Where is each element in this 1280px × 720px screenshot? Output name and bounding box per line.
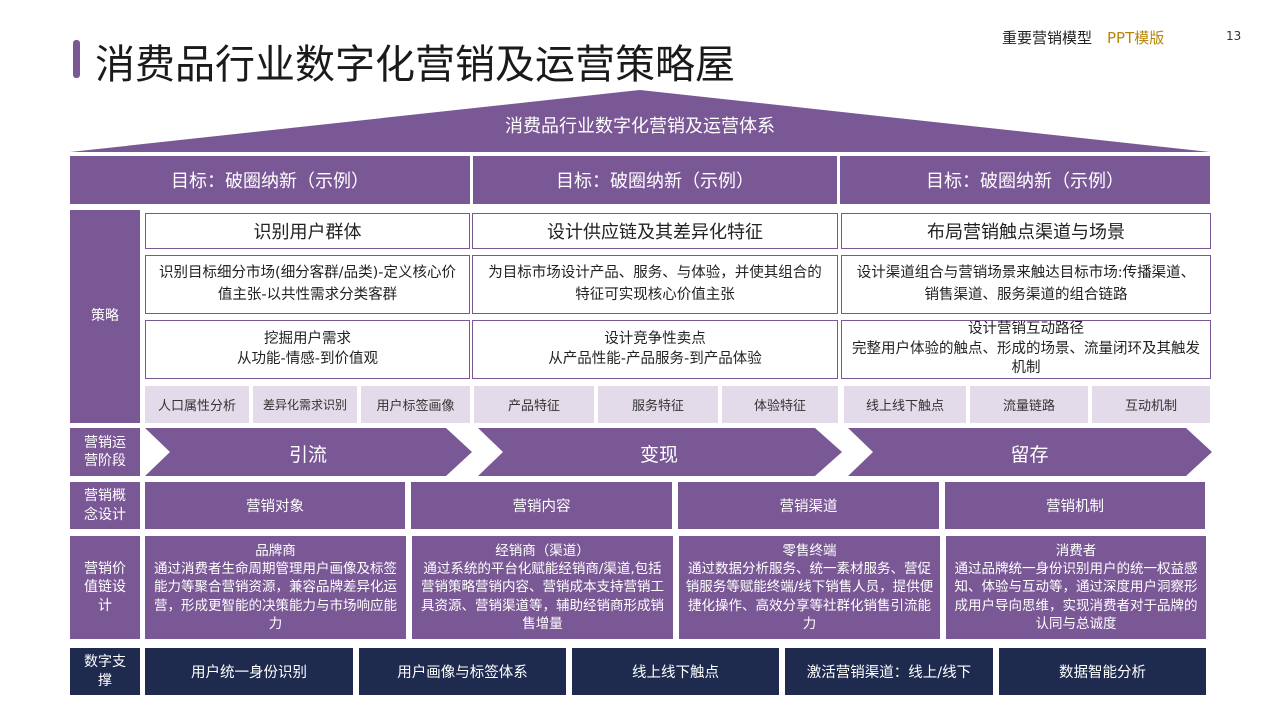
strategy-detail-3: 设计营销互动路径 完整用户体验的触点、形成的场景、流量闭环及其触发机制 — [841, 320, 1211, 379]
feature-chip-7: 线上线下触点 — [844, 386, 966, 423]
goal-2: 目标：破圈纳新（示例） — [473, 156, 837, 204]
value-chain-1-title: 品牌商 — [255, 542, 296, 559]
goal-3: 目标：破圈纳新（示例） — [840, 156, 1210, 204]
strategy-detail-2: 设计竞争性卖点 从产品性能-产品服务-到产品体验 — [472, 320, 838, 379]
strategy-detail-3-line1: 设计营销互动路径 — [968, 321, 1084, 338]
feature-chip-1: 人口属性分析 — [145, 386, 249, 423]
strategy-desc-3: 设计渠道组合与营销场景来触达目标市场:传播渠道、销售渠道、服务渠道的组合链路 — [841, 255, 1211, 314]
stage-label-1: 引流 — [288, 443, 327, 466]
strategy-desc-1: 识别目标细分市场(细分客群/品类)-定义核心价值主张-以共性需求分类客群 — [145, 255, 470, 314]
stage-chevron-1 — [145, 428, 472, 476]
page-number: 13 — [1226, 29, 1242, 43]
concept-4: 营销机制 — [945, 482, 1205, 529]
feature-chip-8: 流量链路 — [970, 386, 1088, 423]
concept-3: 营销渠道 — [678, 482, 939, 529]
strategy-detail-2-line1: 设计竞争性卖点 — [604, 330, 706, 347]
strategy-detail-3-line2: 完整用户体验的触点、形成的场景、流量闭环及其触发机制 — [852, 340, 1200, 377]
value-chain-2-text: 通过系统的平台化赋能经销商/渠道,包括营销策略营销内容、营销成本支持营销工具资源… — [421, 561, 664, 632]
strategy-detail-1-line1: 挖掘用户需求 — [264, 330, 351, 347]
digital-4: 激活营销渠道：线上/线下 — [785, 648, 993, 695]
value-chain-3-text: 通过数据分析服务、统一素材服务、营促销服务等赋能终端/线下销售人员，提供便捷化操… — [685, 561, 934, 632]
strategy-detail-1: 挖掘用户需求 从功能-情感-到价值观 — [145, 320, 470, 379]
concept-2: 营销内容 — [411, 482, 672, 529]
page-title: 消费品行业数字化营销及运营策略屋 — [95, 42, 735, 88]
feature-chip-5: 服务特征 — [598, 386, 718, 423]
value-chain-4-text: 通过品牌统一身份识别用户的统一权益感知、体验与互动等，通过深度用户洞察形成用户导… — [954, 561, 1198, 632]
row-label-value-chain: 营销价值链设计 — [70, 536, 140, 639]
strategy-header-1: 识别用户群体 — [145, 213, 470, 249]
row-label-strategy: 策略 — [70, 210, 140, 423]
feature-chip-6: 体验特征 — [722, 386, 838, 423]
value-chain-3: 零售终端 通过数据分析服务、统一素材服务、营促销服务等赋能终端/线下销售人员，提… — [679, 536, 940, 639]
value-chain-1-text: 通过消费者生命周期管理用户画像及标签能力等聚合营销资源，兼容品牌差异化运营，形成… — [154, 561, 397, 632]
row-label-digital: 数字支撑 — [70, 648, 140, 695]
stage-label-2: 变现 — [639, 443, 678, 466]
digital-1: 用户统一身份识别 — [145, 648, 353, 695]
value-chain-4: 消费者 通过品牌统一身份识别用户的统一权益感知、体验与互动等，通过深度用户洞察形… — [946, 536, 1206, 639]
header-tag-main: 重要营销模型 — [1002, 29, 1093, 47]
roof-title: 消费品行业数字化营销及运营体系 — [505, 116, 775, 137]
feature-chip-3: 用户标签画像 — [361, 386, 470, 423]
concept-1: 营销对象 — [145, 482, 405, 529]
strategy-header-3: 布局营销触点渠道与场景 — [841, 213, 1211, 249]
strategy-detail-1-line2: 从功能-情感-到价值观 — [237, 350, 378, 367]
digital-3: 线上线下触点 — [572, 648, 779, 695]
value-chain-4-title: 消费者 — [1055, 542, 1097, 559]
strategy-detail-2-line2: 从产品性能-产品服务-到产品体验 — [548, 350, 762, 367]
row-label-stage: 营销运营阶段 — [70, 428, 140, 476]
value-chain-3-title: 零售终端 — [782, 542, 837, 559]
row-label-concept: 营销概念设计 — [70, 482, 140, 529]
stage-chevron-2 — [478, 428, 842, 476]
value-chain-2: 经销商（渠道） 通过系统的平台化赋能经销商/渠道,包括营销策略营销内容、营销成本… — [412, 536, 673, 639]
stage-chevron-3 — [848, 428, 1212, 476]
feature-chip-2: 差异化需求识别 — [253, 386, 357, 423]
feature-chip-9: 互动机制 — [1092, 386, 1210, 423]
digital-2: 用户画像与标签体系 — [359, 648, 566, 695]
strategy-desc-2: 为目标市场设计产品、服务、与体验，并使其组合的特征可实现核心价值主张 — [472, 255, 838, 314]
header-tag-sub: PPT模版 — [1107, 29, 1165, 47]
roof-triangle — [70, 90, 1210, 152]
value-chain-1: 品牌商 通过消费者生命周期管理用户画像及标签能力等聚合营销资源，兼容品牌差异化运… — [145, 536, 406, 639]
feature-chip-4: 产品特征 — [474, 386, 594, 423]
stage-label-3: 留存 — [1010, 443, 1049, 466]
goal-1: 目标：破圈纳新（示例） — [70, 156, 470, 204]
value-chain-2-title: 经销商（渠道） — [495, 542, 590, 559]
title-accent-bar — [73, 40, 80, 78]
strategy-header-2: 设计供应链及其差异化特征 — [472, 213, 838, 249]
digital-5: 数据智能分析 — [999, 648, 1206, 695]
